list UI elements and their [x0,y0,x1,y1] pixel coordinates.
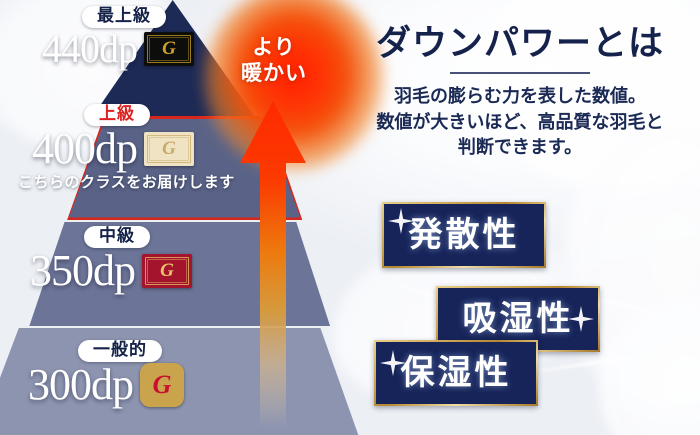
warmer-label: より 暖かい [228,34,320,85]
red-gold-label-card: G [142,254,192,289]
gold-g-badge-icon: G [140,363,184,408]
cream-gold-label-card: G [144,132,194,167]
page-title: ダウンパワーとは [375,23,664,64]
tier-4-rank-pill: 一般的 [78,340,162,362]
tier-2-value: 400dp [32,124,138,173]
tier-1-rank-pill: 最上級 [82,6,166,28]
tier-3-rank-pill: 中級 [84,226,150,248]
up-arrow-icon [238,99,308,429]
description-line: 羽毛の膨らむ力を表した数値。 [394,86,646,107]
tier-2-content: 上級 400dp G こちらのクラスをお届けします [18,104,336,192]
tier-2-note: こちらのクラスをお届けします [18,172,235,191]
tier-1-content: 最上級 440dp G [42,6,344,71]
tier-4-content: 一般的 300dp G [26,340,326,408]
description-line: 数値が大きいほど、高品質な羽毛と [376,111,664,133]
black-gold-label-card: G [144,32,194,67]
warmer-label-line2: 暖かい [241,59,307,85]
tier-3-value: 350dp [30,246,136,295]
title-divider [450,72,590,74]
feature-tag-hoshitsusei: 保湿性 [374,340,538,406]
description: 羽毛の膨らむ力を表した数値。 数値が大きいほど、高品質な羽毛と 判断できます。 [340,84,700,161]
feature-tag-label: 吸湿性 [462,299,574,339]
feature-tag-label: 発散性 [408,215,520,255]
tier-2-rank-pill: 上級 [84,104,150,126]
tier-1-value: 440dp [42,26,138,71]
feature-tag-hassansei: 発散性 [382,202,546,268]
tier-3-content: 中級 350dp G [30,226,332,295]
feature-tag-label: 保湿性 [400,353,512,393]
warmer-label-line1: より [252,34,296,59]
tier-4-value: 300dp [28,360,134,409]
description-line: 判断できます。 [457,137,583,159]
